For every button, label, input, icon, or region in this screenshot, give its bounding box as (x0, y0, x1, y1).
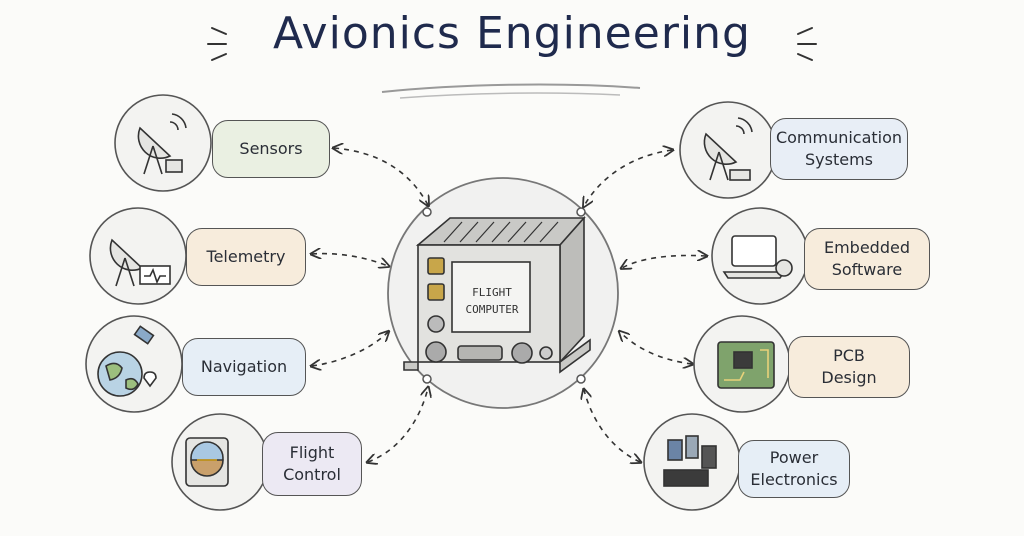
satellite-dish-icon (137, 113, 187, 175)
telemetry-label[interactable]: Telemetry (186, 228, 306, 286)
comm-dish-icon (703, 117, 753, 181)
connector-lines (312, 148, 706, 462)
antenna-icon (109, 238, 171, 287)
laptop-code-icon (722, 235, 793, 279)
attitude-indicator-icon (185, 437, 229, 487)
title-underline-2 (399, 92, 621, 99)
sensors-label[interactable]: Sensors (212, 120, 330, 178)
power-label[interactable]: Power Electronics (738, 440, 850, 498)
sensors-node[interactable] (114, 94, 212, 192)
title-sparkle-left (207, 27, 227, 61)
communication-node[interactable] (679, 101, 777, 199)
embedded-label[interactable]: Embedded Software (804, 228, 930, 290)
flight-computer-label: FLIGHT COMPUTER (465, 286, 519, 316)
communication-label[interactable]: Communication Systems (770, 118, 908, 180)
globe-satellite-icon (97, 325, 157, 397)
title-sparkle-right (797, 27, 817, 61)
navigation-label[interactable]: Navigation (182, 338, 306, 396)
capacitor-chip-icon (663, 435, 717, 487)
pcb-label[interactable]: PCB Design (788, 336, 910, 398)
flight-control-label[interactable]: Flight Control (262, 432, 362, 496)
power-node[interactable] (643, 413, 741, 511)
flight-computer-icon (403, 215, 591, 374)
telemetry-node[interactable] (89, 207, 187, 305)
title-underline (381, 83, 641, 93)
page-title: Avionics Engineering (273, 8, 751, 59)
circuit-board-icon (717, 341, 775, 389)
